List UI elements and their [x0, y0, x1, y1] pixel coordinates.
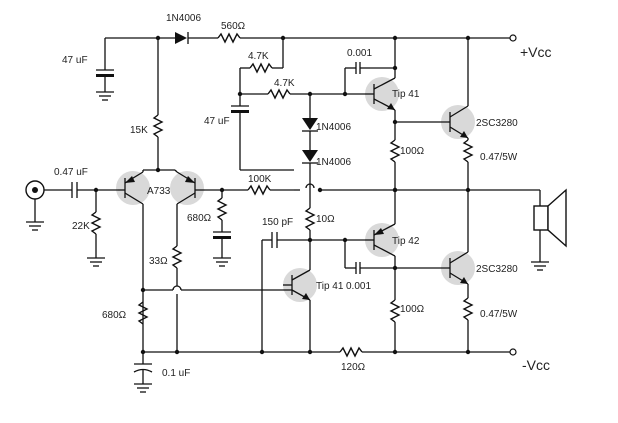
label-d-mid2: 1N4006: [316, 157, 351, 168]
label-r-100-bot: 100Ω: [400, 304, 425, 315]
q-2sc3280-top: [448, 38, 474, 193]
output-line: [294, 187, 541, 258]
label-q-tip42: Tip 42: [392, 236, 420, 247]
label-c-47b: 47 uF: [204, 116, 230, 127]
label-q-tip41-bot: Tip 41: [316, 281, 344, 292]
input-stage: [25, 180, 118, 267]
label-c-47a: 47 uF: [62, 55, 88, 66]
label-r-100-top: 100Ω: [400, 146, 425, 157]
res-680-low: [133, 287, 153, 393]
label-r-47k-b: 4.7K: [274, 78, 295, 89]
label-c-150p: 150 pF: [262, 217, 293, 228]
label-positive-rail: +Vcc: [520, 44, 552, 60]
label-r-47k-a: 4.7K: [248, 51, 269, 62]
res-100-top: [389, 139, 401, 193]
q-a733-pair: [118, 169, 248, 352]
label-r-680-low: 680Ω: [102, 310, 127, 321]
res-10-cap-150p: [261, 207, 365, 352]
res-15k: [143, 38, 175, 173]
res-680-mid: [213, 190, 231, 267]
label-q-2sc-top: 2SC3280: [476, 118, 518, 129]
label-r-047-bot: 0.47/5W: [480, 309, 518, 320]
label-r-120: 120Ω: [341, 362, 366, 373]
negative-rail: [143, 346, 517, 358]
speaker: [531, 188, 567, 271]
label-d-top: 1N4006: [166, 13, 201, 24]
label-r-680-mid: 680Ω: [187, 213, 212, 224]
bias-diodes: [302, 94, 318, 208]
res-100k: [247, 184, 294, 196]
label-d-mid1: 1N4006: [316, 122, 351, 133]
q-tip42: [344, 190, 448, 300]
q-tip41-bottom: [283, 269, 311, 352]
label-q-tip41-top: Tip 41: [392, 89, 420, 100]
label-r-560: 560Ω: [221, 21, 246, 32]
label-r-047-top: 0.47/5W: [480, 152, 518, 163]
label-q-2sc-bot: 2SC3280: [476, 264, 518, 275]
q-a733-right-halo: [170, 171, 204, 205]
label-r-22k: 22K: [72, 221, 90, 232]
label-r-100k: 100K: [248, 174, 272, 185]
label-negative-rail: -Vcc: [522, 357, 550, 373]
label-r-15k: 15K: [130, 125, 148, 136]
res-100-bottom: [389, 299, 401, 352]
cap-47uf-top: [96, 38, 114, 101]
label-c-001-top: 0.001: [347, 48, 372, 59]
label-c-input: 0.47 uF: [54, 167, 88, 178]
label-r-10: 10Ω: [316, 214, 335, 225]
label-c-01: 0.1 uF: [162, 368, 190, 379]
label-r-33: 33Ω: [149, 256, 168, 267]
q-tip41-top: [342, 38, 448, 140]
res-33: [143, 245, 283, 352]
label-c-001-bot: 0.001: [346, 281, 371, 292]
positive-rail: [105, 32, 517, 44]
q-2sc3280-bottom: [448, 190, 474, 352]
q-a733-left-halo: [116, 171, 150, 205]
label-q-a733: A733: [147, 186, 171, 197]
